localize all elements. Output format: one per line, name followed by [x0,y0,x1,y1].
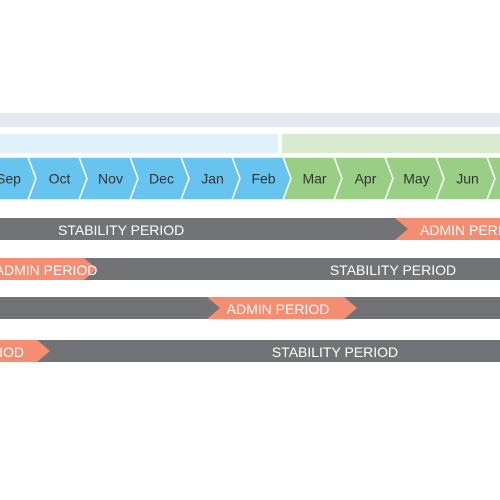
month-label-apr: Apr [355,171,377,187]
month-label-may: May [403,171,429,187]
row-1-stability-label: STABILITY PERIOD [58,222,184,238]
row-2-admin-bar [0,258,97,280]
month-label-jan: Jan [201,171,224,187]
row-3-stability-bar [0,297,220,319]
row-1-stability-bar [0,218,408,240]
row-1-admin-bar [395,218,500,240]
row-3-stability-bar [344,297,500,319]
month-label-oct: Oct [49,171,71,187]
blue-period-band [0,134,278,153]
month-label-sep: Sep [0,171,21,187]
month-label-nov: Nov [98,171,123,187]
row-4-admin-label: ADMIN PERIOD [0,344,24,360]
row-2-stability-bar [84,258,500,280]
month-label-feb: Feb [251,171,275,187]
row-3-admin-bar [207,297,357,319]
month-label-mar: Mar [302,171,326,187]
month-label-jun: Jun [456,171,479,187]
month-chevron-next [485,156,500,201]
month-label-dec: Dec [149,171,174,187]
row-2-admin-label: ADMIN PERIOD [0,262,97,278]
row-3-admin-label: ADMIN PERIOD [227,301,330,317]
top-band [0,113,500,127]
row-2-stability-label: STABILITY PERIOD [330,262,456,278]
row-4-admin-bar [0,340,50,362]
row-4-stability-label: STABILITY PERIOD [272,344,398,360]
row-4-stability-bar [37,340,500,362]
green-period-band [282,134,500,153]
row-1-admin-label: ADMIN PERIOD [420,222,500,238]
